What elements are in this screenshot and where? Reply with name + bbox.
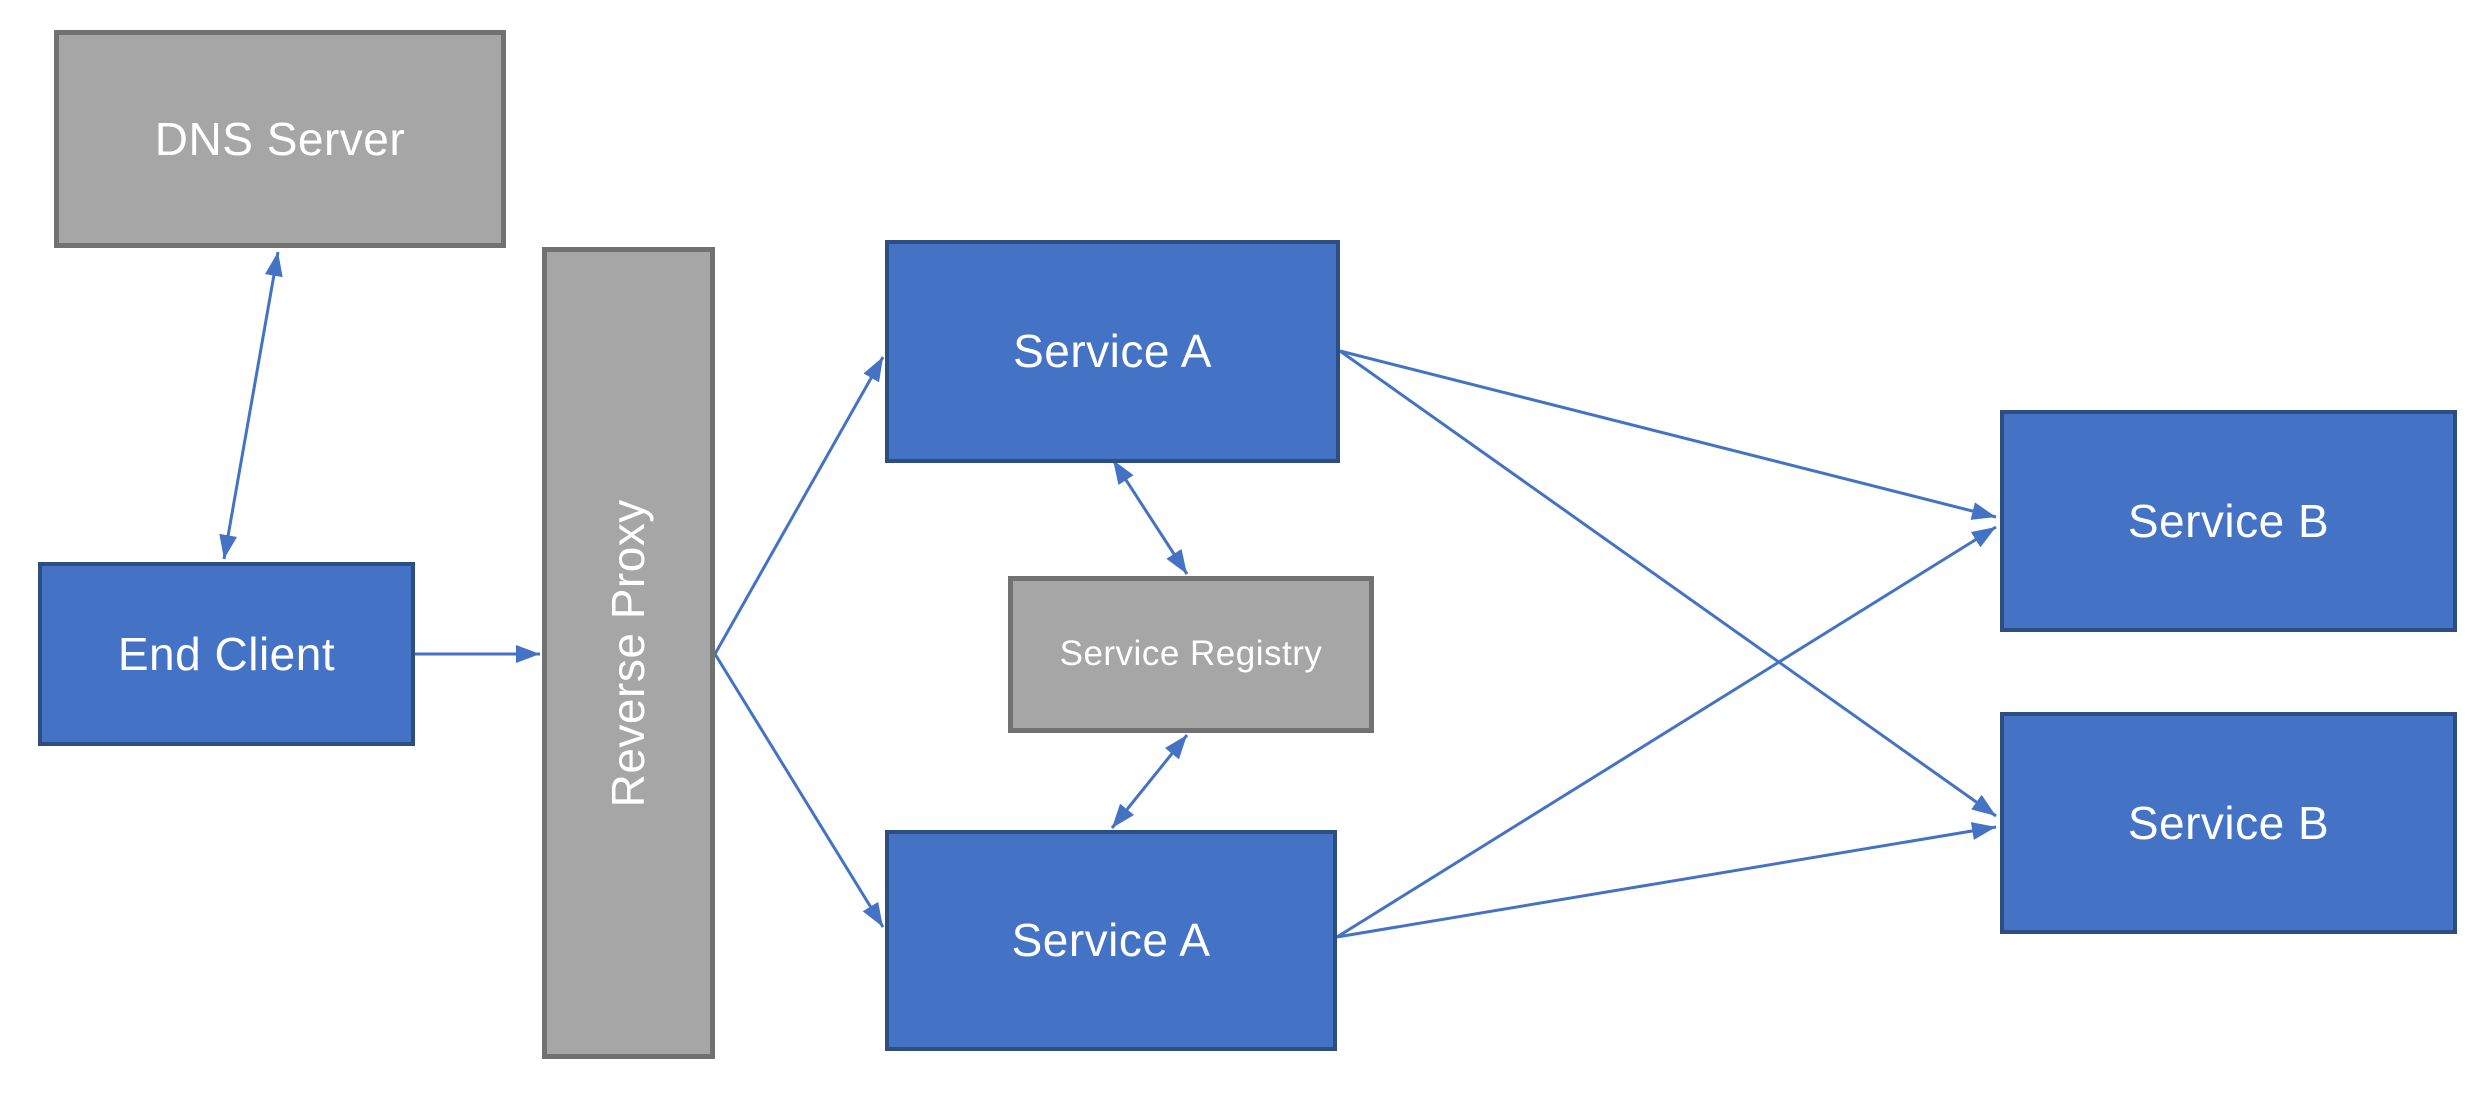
node-service-a-1: Service A: [885, 240, 1340, 463]
edge-service-a-1--service-b-2: [1339, 349, 1997, 818]
node-end-client-label: End Client: [117, 627, 336, 680]
node-end-client: End Client: [38, 562, 415, 746]
edge-reverse-proxy--service-a-2: [713, 653, 885, 928]
node-service-registry: Service Registry: [1008, 576, 1374, 733]
node-service-a-1-label: Service A: [1013, 325, 1212, 378]
edge-reverse-proxy--service-a-1: [713, 356, 885, 655]
node-dns-server: DNS Server: [54, 30, 506, 248]
node-reverse-proxy-label: Reverse Proxy: [602, 498, 655, 808]
node-service-registry-label: Service Registry: [1059, 634, 1323, 674]
node-service-b-2: Service B: [2000, 712, 2457, 934]
node-service-b-1: Service B: [2000, 410, 2457, 632]
node-service-b-1-label: Service B: [2127, 494, 2330, 547]
edge-end-client--dns-server: [219, 251, 283, 560]
edge-service-a-1--service-b-1: [1339, 349, 1997, 520]
edge-service-a-2--service-b-2: [1336, 822, 1997, 939]
node-dns-server-label: DNS Server: [154, 112, 406, 165]
edge-service-a-1--service-registry: [1111, 459, 1189, 575]
edge-service-a-2--service-registry: [1110, 734, 1189, 829]
node-reverse-proxy: Reverse Proxy: [542, 247, 715, 1059]
node-service-a-2: Service A: [885, 830, 1337, 1051]
node-service-b-2-label: Service B: [2127, 796, 2330, 849]
node-service-a-2-label: Service A: [1011, 914, 1211, 967]
edge-service-a-2--service-b-1: [1336, 525, 1997, 939]
